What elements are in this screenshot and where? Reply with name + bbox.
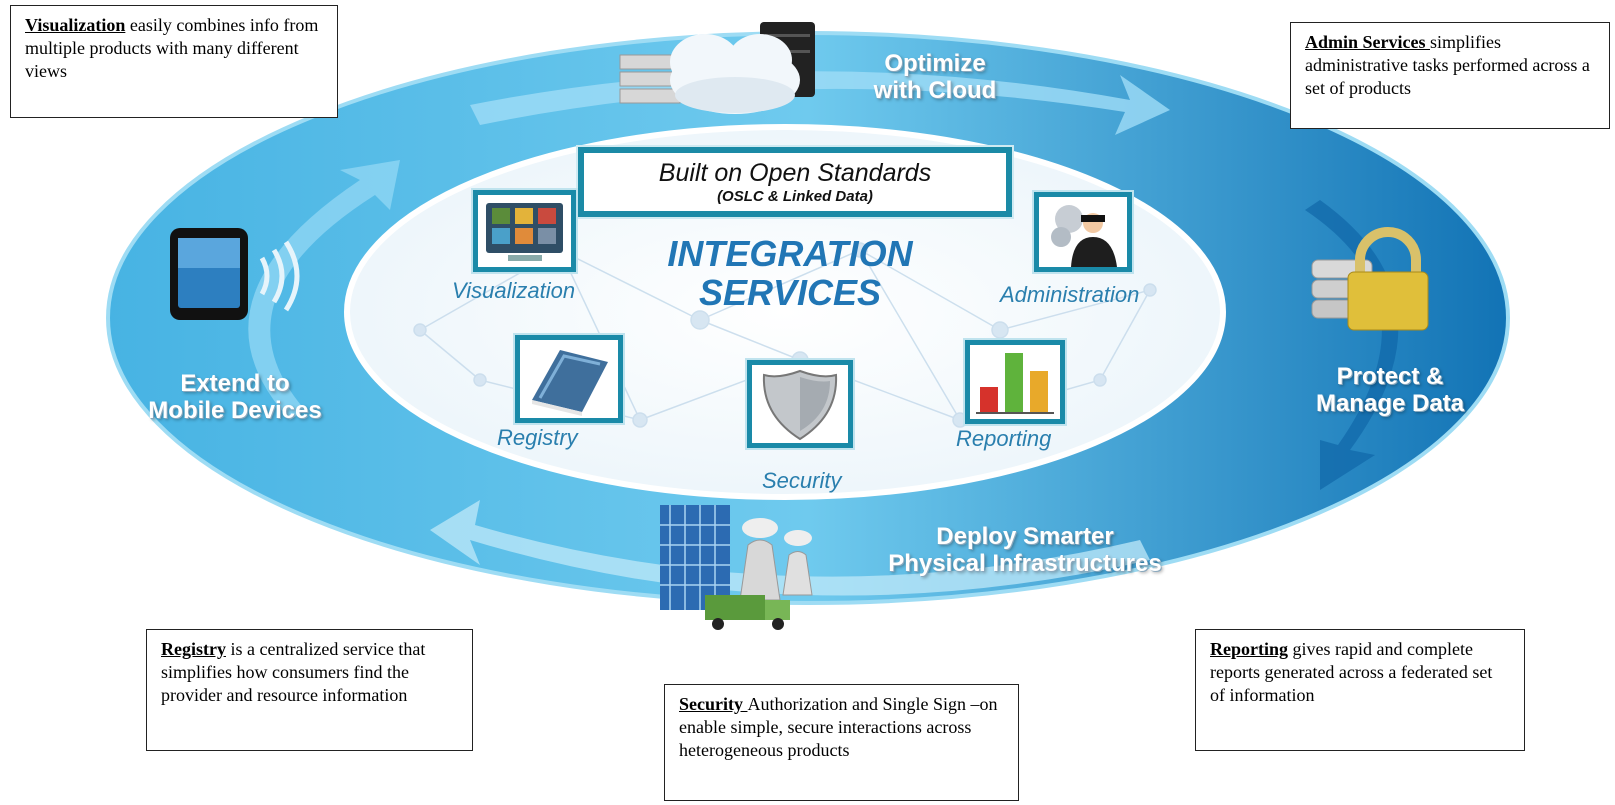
ring-label-mobile: Extend to Mobile Devices bbox=[125, 370, 345, 424]
administration-label: Administration bbox=[1000, 282, 1140, 307]
shield-icon bbox=[762, 369, 838, 441]
bar-chart-icon bbox=[976, 353, 1054, 414]
infrastructure-icon bbox=[660, 505, 813, 630]
callout-admin-text: simplifies administrative tasks performe… bbox=[1305, 32, 1590, 98]
reporting-tile bbox=[965, 340, 1065, 424]
callout-registry-term: Registry bbox=[161, 639, 226, 659]
mobile-phone-icon bbox=[170, 228, 300, 320]
ring-arrow-top bbox=[470, 71, 1170, 135]
dashboard-icon bbox=[486, 203, 563, 261]
registry-tile bbox=[515, 335, 623, 423]
administration-tile bbox=[1034, 192, 1132, 272]
reporting-label: Reporting bbox=[956, 426, 1052, 451]
callout-visualization-term: Visualization bbox=[25, 15, 126, 35]
ring-label-data-line2: Manage Data bbox=[1315, 390, 1465, 417]
banner-subtitle: (OSLC & Linked Data) bbox=[717, 188, 873, 205]
callout-admin-term: Admin Services bbox=[1305, 32, 1430, 52]
lock-database-icon bbox=[1311, 227, 1429, 331]
banner-title: Built on Open Standards bbox=[658, 159, 932, 187]
admin-user-icon bbox=[1051, 205, 1117, 267]
ring-label-data-line1: Protect & bbox=[1336, 363, 1444, 390]
callout-registry: Registry is a centralized service that s… bbox=[146, 629, 473, 751]
security-label: Security bbox=[762, 468, 842, 493]
ring-label-cloud-line2: with Cloud bbox=[873, 77, 997, 104]
ring-label-cloud-line1: Optimize bbox=[884, 50, 986, 77]
ring-label-mobile-line1: Extend to bbox=[180, 370, 290, 397]
visualization-tile bbox=[473, 190, 576, 272]
ring-label-data: Protect & Manage Data bbox=[1285, 363, 1495, 417]
ring-arrow-bottom bbox=[430, 500, 1150, 596]
registry-label: Registry bbox=[497, 425, 578, 450]
open-standards-banner: Built on Open Standards (OSLC & Linked D… bbox=[578, 147, 1012, 217]
ring-label-infrastructure-line2: Physical Infrastructures bbox=[888, 550, 1162, 577]
integration-services-title: INTEGRATION SERVICES bbox=[620, 234, 960, 312]
registry-book-icon bbox=[532, 350, 608, 416]
callout-security-term: Security bbox=[679, 694, 748, 714]
ring-label-infrastructure: Deploy Smarter Physical Infrastructures bbox=[855, 523, 1195, 577]
integration-title-line1: INTEGRATION bbox=[667, 233, 913, 274]
security-tile bbox=[747, 360, 853, 448]
callout-reporting-text: gives rapid and complete reports generat… bbox=[1210, 639, 1493, 705]
callout-reporting-term: Reporting bbox=[1210, 639, 1288, 659]
callout-registry-text: is a centralized service that simplifies… bbox=[161, 639, 426, 705]
callout-security: Security Authorization and Single Sign –… bbox=[664, 684, 1019, 801]
visualization-label: Visualization bbox=[452, 278, 576, 303]
ring-label-infrastructure-line1: Deploy Smarter bbox=[936, 523, 1114, 550]
callout-admin: Admin Services simplifies administrative… bbox=[1290, 22, 1610, 129]
callout-security-text: Authorization and Single Sign –on enable… bbox=[679, 694, 998, 760]
callout-visualization: Visualization easily combines info from … bbox=[10, 5, 338, 118]
cloud-server-icon bbox=[619, 22, 815, 114]
ring-label-mobile-line2: Mobile Devices bbox=[148, 397, 322, 424]
callout-reporting: Reporting gives rapid and complete repor… bbox=[1195, 629, 1525, 751]
callout-visualization-text: easily combines info from multiple produ… bbox=[25, 15, 319, 81]
ring-label-cloud: Optimize with Cloud bbox=[860, 50, 1010, 104]
integration-title-line2: SERVICES bbox=[698, 272, 882, 313]
